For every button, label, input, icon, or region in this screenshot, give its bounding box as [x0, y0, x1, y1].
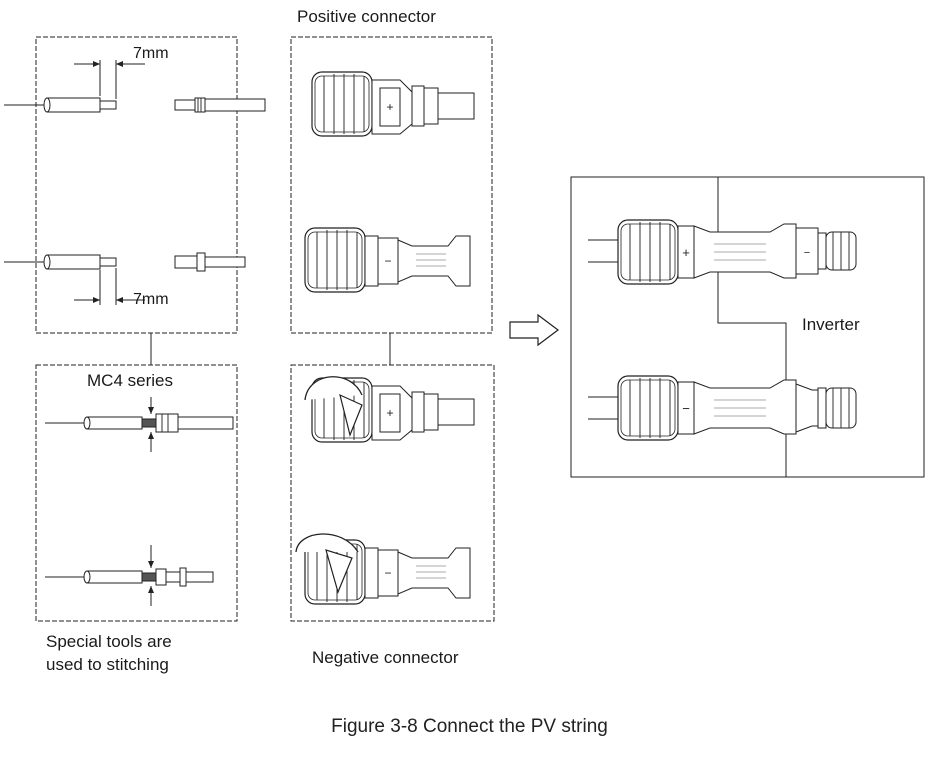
- flow-arrow-icon: [509, 313, 559, 347]
- inverter-wall: [717, 177, 787, 477]
- positive-connector-drawing: +: [311, 71, 475, 137]
- positive-connector-label: Positive connector: [297, 7, 436, 26]
- contact-bottom: [174, 252, 246, 272]
- dimension-label-bottom: 7mm: [133, 291, 169, 308]
- positive-connector-tightened: +: [304, 376, 475, 443]
- strip-box: [35, 36, 238, 334]
- special-tools-label-line1: Special tools are: [46, 632, 172, 651]
- svg-text:+: +: [386, 406, 393, 420]
- inverter-negative-pair: −: [588, 375, 857, 441]
- inverter-box: [570, 176, 925, 478]
- svg-text:−: −: [384, 566, 391, 580]
- assembly-box: [290, 36, 493, 334]
- svg-text:−: −: [384, 254, 391, 268]
- tighten-box: [290, 364, 495, 622]
- svg-text:−: −: [682, 401, 690, 416]
- crimped-contact-top: [45, 397, 234, 452]
- dimension-label-top: 7mm: [133, 45, 169, 62]
- mc4-series-label: MC4 series: [87, 371, 173, 390]
- crimp-box: [35, 364, 238, 622]
- contact-top: [174, 97, 266, 113]
- negative-connector-tightened: −: [295, 533, 471, 605]
- negative-connector-label: Negative connector: [312, 648, 459, 667]
- stripped-wire-top: [4, 60, 145, 113]
- svg-text:−: −: [804, 247, 810, 259]
- svg-text:+: +: [682, 245, 690, 260]
- figure-caption: Figure 3-8 Connect the PV string: [331, 716, 608, 737]
- inverter-label: Inverter: [802, 315, 860, 334]
- stripped-wire-bottom: [4, 254, 145, 305]
- crimped-contact-bottom: [45, 545, 214, 606]
- special-tools-label-line2: used to stitching: [46, 655, 169, 674]
- svg-text:+: +: [386, 100, 393, 114]
- inverter-positive-pair: + −: [588, 219, 857, 285]
- negative-connector-drawing: −: [304, 227, 471, 293]
